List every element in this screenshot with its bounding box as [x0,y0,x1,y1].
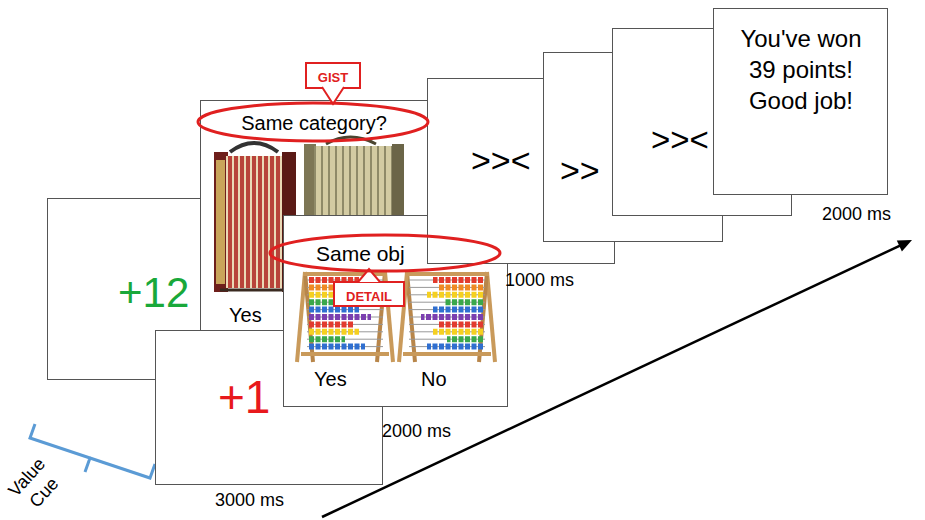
duration-label: 1000 ms [505,270,574,291]
gist-highlight-oval [198,103,428,141]
screen-text: +12 [118,269,189,317]
duration-label-slot: 2000 ms [382,421,451,442]
screen-text-slot: Same obj [316,242,405,266]
screen-text: +1 [218,371,270,424]
screen-text: >>< [651,121,709,159]
callout-text: DETAIL [346,290,392,305]
screen-text-slot: +12 [118,269,189,317]
duration-label-slot: 3000 ms [215,490,284,511]
duration-label-slot: 1000 ms [505,270,574,291]
screen-text: Same category? [241,112,387,135]
screen-text-slot: Yes [314,368,347,391]
screen-text-slot: No [421,368,447,391]
screen-text: >> [560,151,600,190]
callout-text-slot: GIST [318,68,348,86]
duration-label-slot: 2000 ms [822,204,891,225]
screen-text: Yes [314,368,347,391]
duration-label: 2000 ms [822,204,891,225]
time-arrow-head [897,240,912,251]
screen-text-slot: Same category? [241,112,387,135]
callout-box: GIST [305,62,361,89]
screen-text: No [421,368,447,391]
screen-text-slot: >>< [651,121,709,159]
bracket-label: Value Cue [1,450,71,520]
screen-text-slot: +1 [218,371,270,424]
callout-text-slot: DETAIL [346,287,392,305]
duration-label: 2000 ms [382,421,451,442]
screen-text: Same obj [316,242,405,266]
detail-highlight-oval [270,235,500,271]
callout-text: GIST [318,71,348,86]
bracket-label-slot: Value Cue [1,450,71,520]
screen-text: Yes [229,304,262,327]
screen-text-slot: Yes [229,304,262,327]
screen-text-slot: >>< [471,141,531,180]
abacus-picture [399,272,495,362]
screen-text-slot: >> [560,151,600,190]
callout-box: DETAIL [333,281,405,307]
screen-text-slot: You've won 39 points! Good job! [726,23,876,117]
screen-text: You've won 39 points! Good job! [726,23,876,117]
duration-label: 3000 ms [215,490,284,511]
screen-text: >>< [471,141,531,180]
feedback-screen: You've won 39 points! Good job! [713,8,888,195]
